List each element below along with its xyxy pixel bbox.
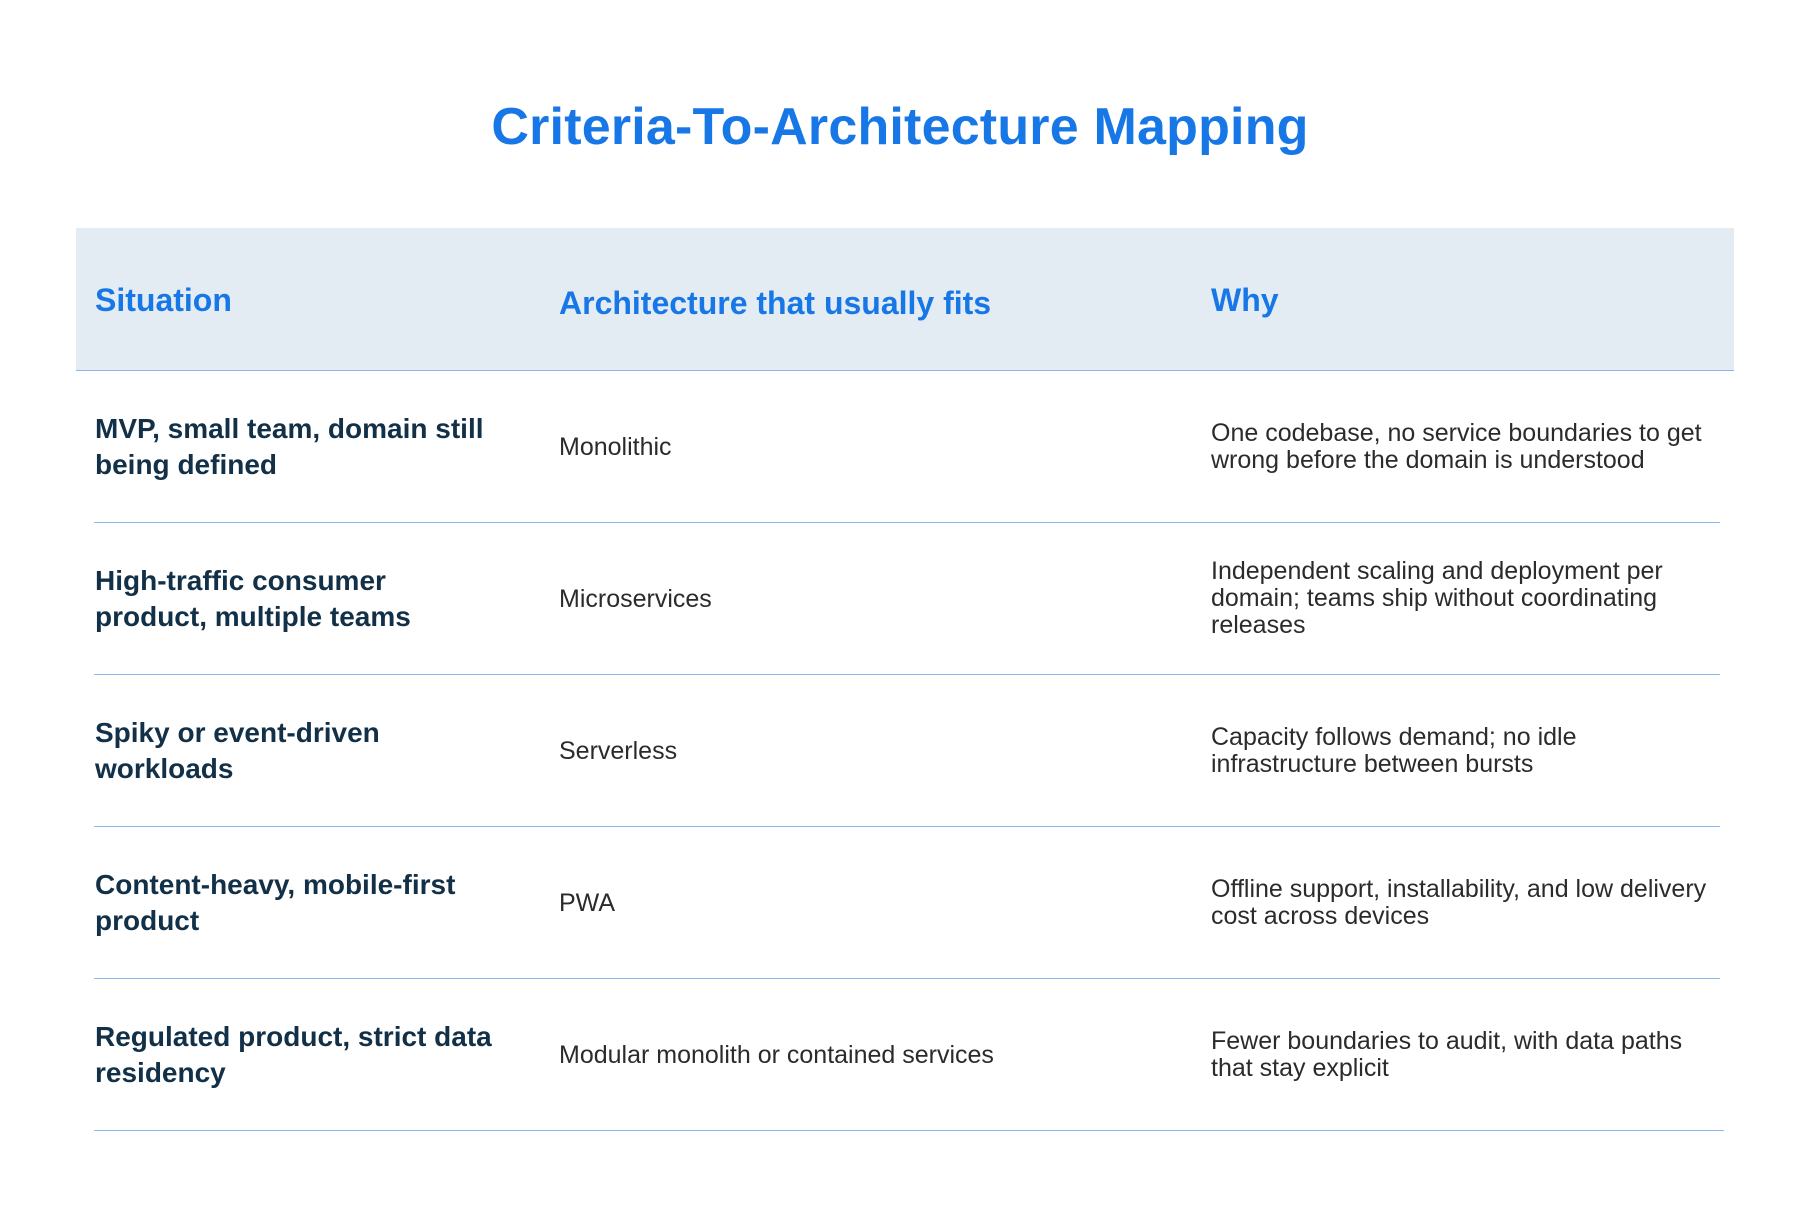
architecture-cell: Microservices <box>559 584 712 613</box>
architecture-mapping-table: Situation Architecture that usually fits… <box>76 228 1734 1131</box>
situation-cell: High-traffic consumer product, multiple … <box>95 564 411 632</box>
architecture-cell: Modular monolith or contained services <box>559 1040 994 1069</box>
why-cell: Fewer boundaries to audit, with data pat… <box>1211 1026 1683 1082</box>
architecture-cell: Serverless <box>559 736 678 765</box>
table-row: Spiky or event-driven workloads Serverle… <box>94 675 1720 827</box>
situation-cell: Regulated product, strict data residency <box>95 1020 492 1088</box>
why-cell: One codebase, no service boundaries to g… <box>1211 418 1702 474</box>
why-cell: Offline support, installability, and low… <box>1211 874 1707 930</box>
situation-cell: Content-heavy, mobile-first product <box>95 868 456 936</box>
situation-cell: Spiky or event-driven workloads <box>95 716 380 784</box>
situation-cell: MVP, small team, domain still being defi… <box>95 412 484 480</box>
table-row: High-traffic consumer product, multiple … <box>94 523 1720 675</box>
why-cell: Independent scaling and deployment per d… <box>1211 557 1663 639</box>
header-why: Why <box>1211 282 1279 318</box>
table-row: Content-heavy, mobile-first product PWA … <box>94 827 1720 979</box>
architecture-cell: PWA <box>559 888 616 917</box>
table-row: Regulated product, strict data residency… <box>94 979 1724 1131</box>
table-header-row: Situation Architecture that usually fits… <box>76 228 1734 371</box>
header-architecture: Architecture that usually fits <box>559 285 992 321</box>
why-cell: Capacity follows demand; no idle infrast… <box>1211 722 1577 778</box>
table-row: MVP, small team, domain still being defi… <box>94 371 1720 523</box>
header-situation: Situation <box>95 282 232 318</box>
page-title: Criteria-To-Architecture Mapping <box>491 98 1309 156</box>
architecture-cell: Monolithic <box>559 432 672 461</box>
